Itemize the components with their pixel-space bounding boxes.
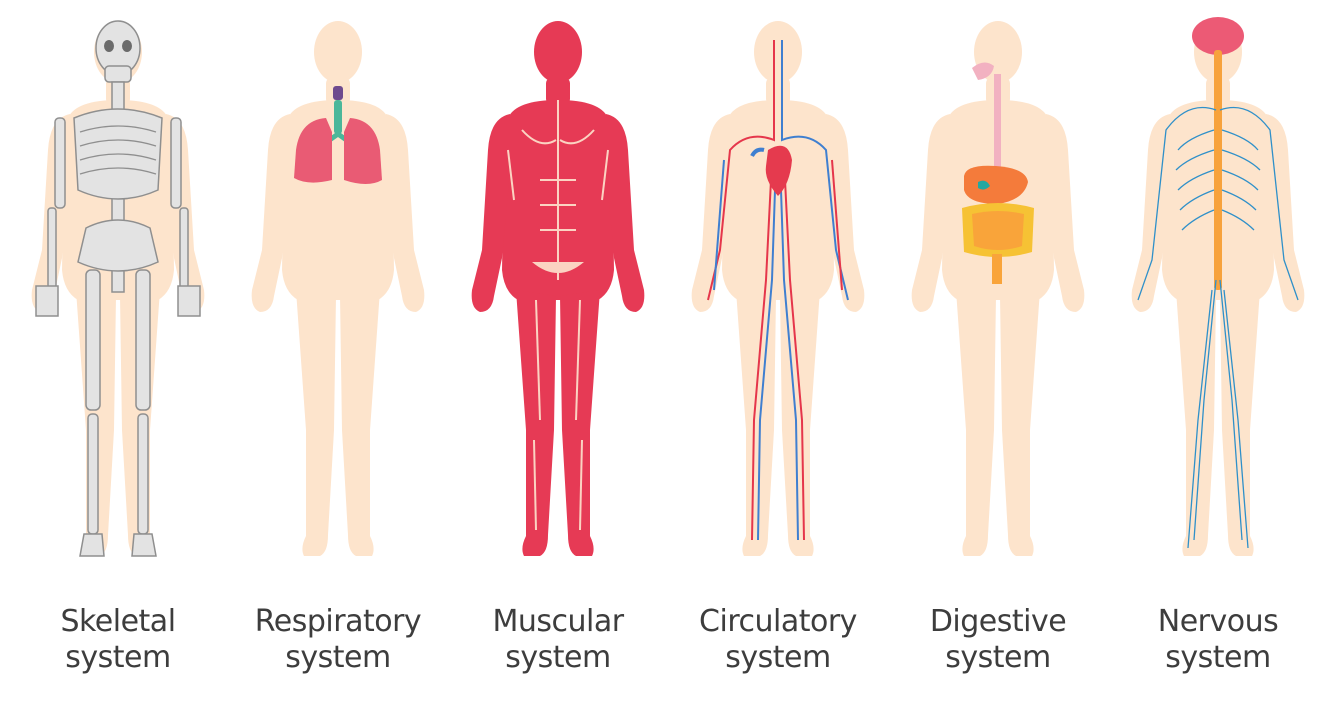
caption-line-1: Digestive	[929, 604, 1067, 639]
caption-nervous: Nervous system	[1108, 604, 1328, 676]
caption-circulatory: Circulatory system	[668, 604, 888, 676]
caption-line-2: system	[1165, 640, 1271, 675]
digestive-organs-icon	[911, 21, 1085, 556]
caption-line-2: system	[65, 640, 171, 675]
caption-respiratory: Respiratory system	[228, 604, 448, 676]
caption-line-1: Circulatory	[699, 604, 857, 639]
muscles-icon	[471, 21, 645, 556]
panel-skeletal: Skeletal system	[8, 0, 228, 725]
caption-line-1: Skeletal	[60, 604, 176, 639]
caption-muscular: Muscular system	[448, 604, 668, 676]
caption-line-2: system	[505, 640, 611, 675]
caption-line-1: Muscular	[492, 604, 624, 639]
caption-line-2: system	[945, 640, 1051, 675]
caption-line-1: Respiratory	[254, 604, 422, 639]
lungs-icon	[251, 21, 425, 556]
nerves-icon	[1131, 17, 1305, 556]
panel-respiratory: Respiratory system	[228, 0, 448, 725]
panel-digestive: Digestive system	[888, 0, 1108, 725]
panel-circulatory: Circulatory system	[668, 0, 888, 725]
caption-line-1: Nervous	[1157, 604, 1279, 639]
skeleton-icon	[31, 20, 205, 557]
panel-muscular: Muscular system	[448, 0, 668, 725]
panel-nervous: Nervous system	[1108, 0, 1328, 725]
caption-skeletal: Skeletal system	[8, 604, 228, 676]
blood-vessels-icon	[691, 21, 865, 556]
caption-line-2: system	[725, 640, 831, 675]
caption-digestive: Digestive system	[888, 604, 1108, 676]
caption-line-2: system	[285, 640, 391, 675]
